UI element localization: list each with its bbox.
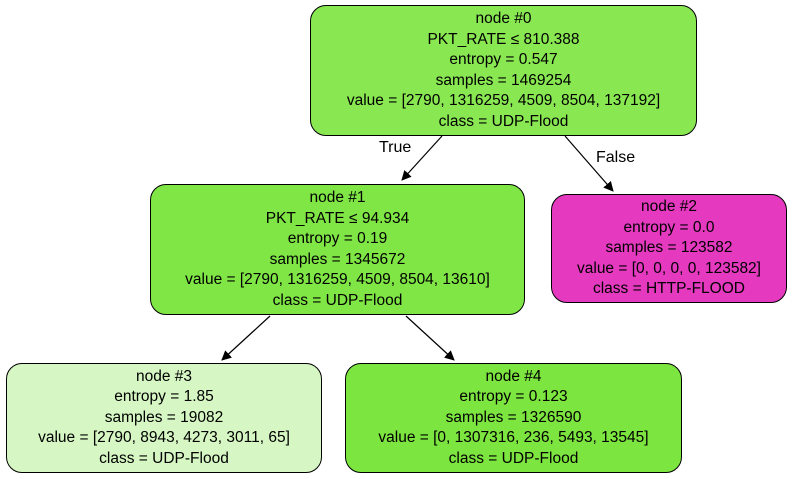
node-samples: samples = 19082 (104, 408, 224, 426)
tree-node-0: node #0 PKT_RATE ≤ 810.388 entropy = 0.5… (310, 5, 697, 136)
node-value: value = [2790, 8943, 4273, 3011, 65] (38, 429, 290, 447)
node-split: PKT_RATE ≤ 94.934 (265, 209, 410, 227)
tree-node-2: node #2 entropy = 0.0 samples = 123582 v… (551, 194, 787, 303)
node-samples: samples = 1469254 (435, 71, 572, 89)
node-class: class = UDP-Flood (272, 291, 403, 309)
node-split: PKT_RATE ≤ 810.388 (427, 30, 580, 48)
node-title: node #3 (135, 367, 193, 385)
node-title: node #4 (485, 367, 542, 385)
node-value: value = [2790, 1316259, 4509, 8504, 1371… (346, 92, 661, 109)
node-entropy: entropy = 0.123 (459, 388, 568, 406)
tree-node-3: node #3 entropy = 1.85 samples = 19082 v… (6, 363, 322, 473)
node-samples: samples = 1326590 (445, 408, 582, 426)
edge-0-to-1 (401, 135, 443, 181)
node-title: node #1 (309, 189, 366, 206)
node-title: node #2 (640, 198, 698, 216)
node-entropy: entropy = 0.0 (623, 218, 715, 236)
node-title: node #0 (475, 10, 532, 27)
node-class: class = UDP-Flood (99, 449, 229, 467)
edge-label-false: False (596, 149, 636, 166)
node-value: value = [0, 1307316, 236, 5493, 13545] (378, 429, 649, 447)
edge-1-to-4 (405, 315, 455, 361)
edge-1-to-3 (221, 315, 271, 361)
tree-node-1: node #1 PKT_RATE ≤ 94.934 entropy = 0.19… (150, 184, 525, 315)
node-value: value = [0, 0, 0, 0, 123582] (577, 259, 761, 277)
node-entropy: entropy = 1.85 (114, 388, 214, 406)
node-class: class = UDP-Flood (438, 112, 569, 130)
node-samples: samples = 123582 (605, 239, 733, 257)
node-entropy: entropy = 0.19 (287, 230, 388, 247)
node-class: class = HTTP-FLOOD (592, 280, 745, 298)
node-class: class = UDP-Flood (448, 449, 579, 467)
node-samples: samples = 1345672 (269, 250, 406, 268)
tree-node-4: node #4 entropy = 0.123 samples = 132659… (345, 363, 682, 473)
edge-0-to-2 (564, 135, 614, 192)
node-value: value = [2790, 1316259, 4509, 8504, 1361… (185, 271, 490, 288)
edge-label-true: True (379, 139, 412, 156)
node-entropy: entropy = 0.547 (449, 51, 558, 68)
